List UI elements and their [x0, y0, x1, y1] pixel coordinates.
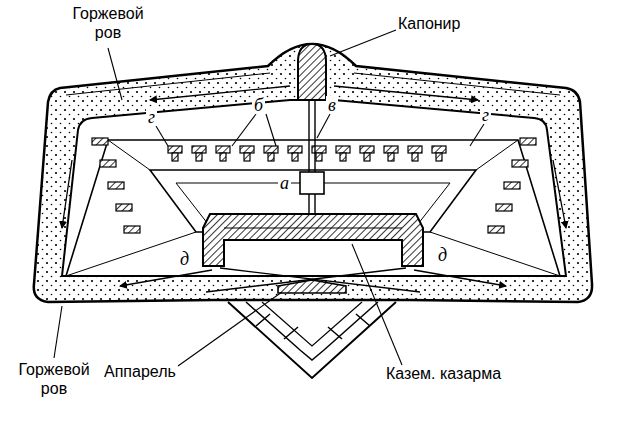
embrasure — [244, 153, 250, 161]
embrasure — [364, 153, 370, 161]
embrasure — [220, 153, 226, 161]
embrasure — [360, 146, 374, 153]
embrasure — [488, 226, 504, 233]
embrasure — [108, 182, 124, 189]
embrasure — [192, 146, 206, 153]
callout-letter: а — [278, 174, 291, 192]
label-text: Горжевой ров — [6, 360, 102, 398]
label-text: Казем. казарма — [386, 364, 501, 383]
embrasure — [340, 153, 346, 161]
embrasure — [100, 160, 116, 167]
embrasure — [316, 153, 322, 161]
embrasure — [268, 153, 274, 161]
embrasure — [432, 146, 446, 153]
callout-letter: д — [178, 250, 191, 268]
embrasure — [520, 138, 536, 145]
embrasure — [384, 146, 398, 153]
embrasure — [496, 204, 512, 211]
embrasure — [312, 146, 326, 153]
callout-letter: г — [480, 106, 491, 124]
label-text: Горжевой ров — [60, 4, 156, 42]
embrasure — [412, 153, 418, 161]
embrasure — [408, 146, 422, 153]
embrasure — [436, 153, 442, 161]
label-text: Аппарель — [104, 362, 176, 381]
embrasure — [92, 138, 108, 145]
embrasure — [124, 226, 140, 233]
embrasure — [504, 182, 520, 189]
embrasure — [264, 146, 278, 153]
embrasure — [172, 153, 178, 161]
embrasure — [196, 153, 202, 161]
callout-letter: б — [252, 96, 265, 114]
embrasure — [288, 146, 302, 153]
embrasure — [512, 160, 528, 167]
label-text: Капонир — [398, 14, 460, 33]
callout-letter: д — [436, 246, 449, 264]
embrasure — [116, 204, 132, 211]
embrasure — [168, 146, 182, 153]
callout-letter: в — [326, 96, 338, 114]
embrasure — [240, 146, 254, 153]
callout-letter: г — [146, 108, 157, 126]
embrasure — [388, 153, 394, 161]
embrasure — [216, 146, 230, 153]
embrasure — [336, 146, 350, 153]
embrasure — [292, 153, 298, 161]
